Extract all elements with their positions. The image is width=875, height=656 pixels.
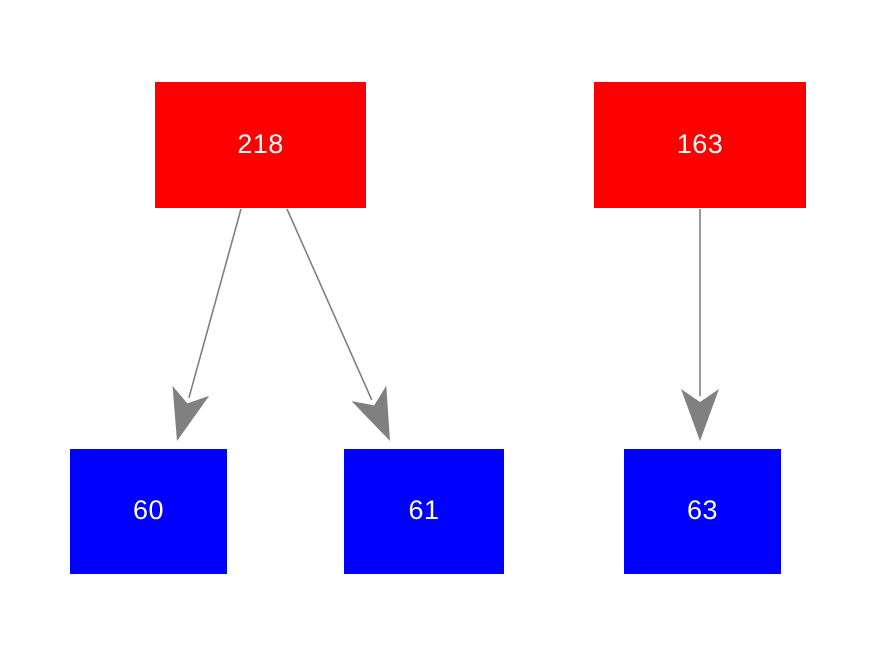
edges-group <box>172 208 719 441</box>
graph-node-218[interactable]: 218 <box>155 82 366 208</box>
node-label: 63 <box>686 495 719 525</box>
node-label: 218 <box>237 128 284 159</box>
node-label: 163 <box>676 128 724 159</box>
edge-arrowhead-icon <box>172 385 210 441</box>
graph-node-61[interactable]: 61 <box>344 449 504 574</box>
graph-node-63[interactable]: 63 <box>624 449 781 574</box>
graph-node-163[interactable]: 163 <box>594 82 806 208</box>
edge-line <box>188 208 242 398</box>
edge-arrowhead-icon <box>351 385 390 441</box>
node-label: 61 <box>408 495 440 525</box>
edge-line <box>286 208 373 401</box>
graph-node-60[interactable]: 60 <box>70 449 227 574</box>
edge-arrowhead-icon <box>681 389 719 441</box>
node-label: 60 <box>132 495 165 525</box>
